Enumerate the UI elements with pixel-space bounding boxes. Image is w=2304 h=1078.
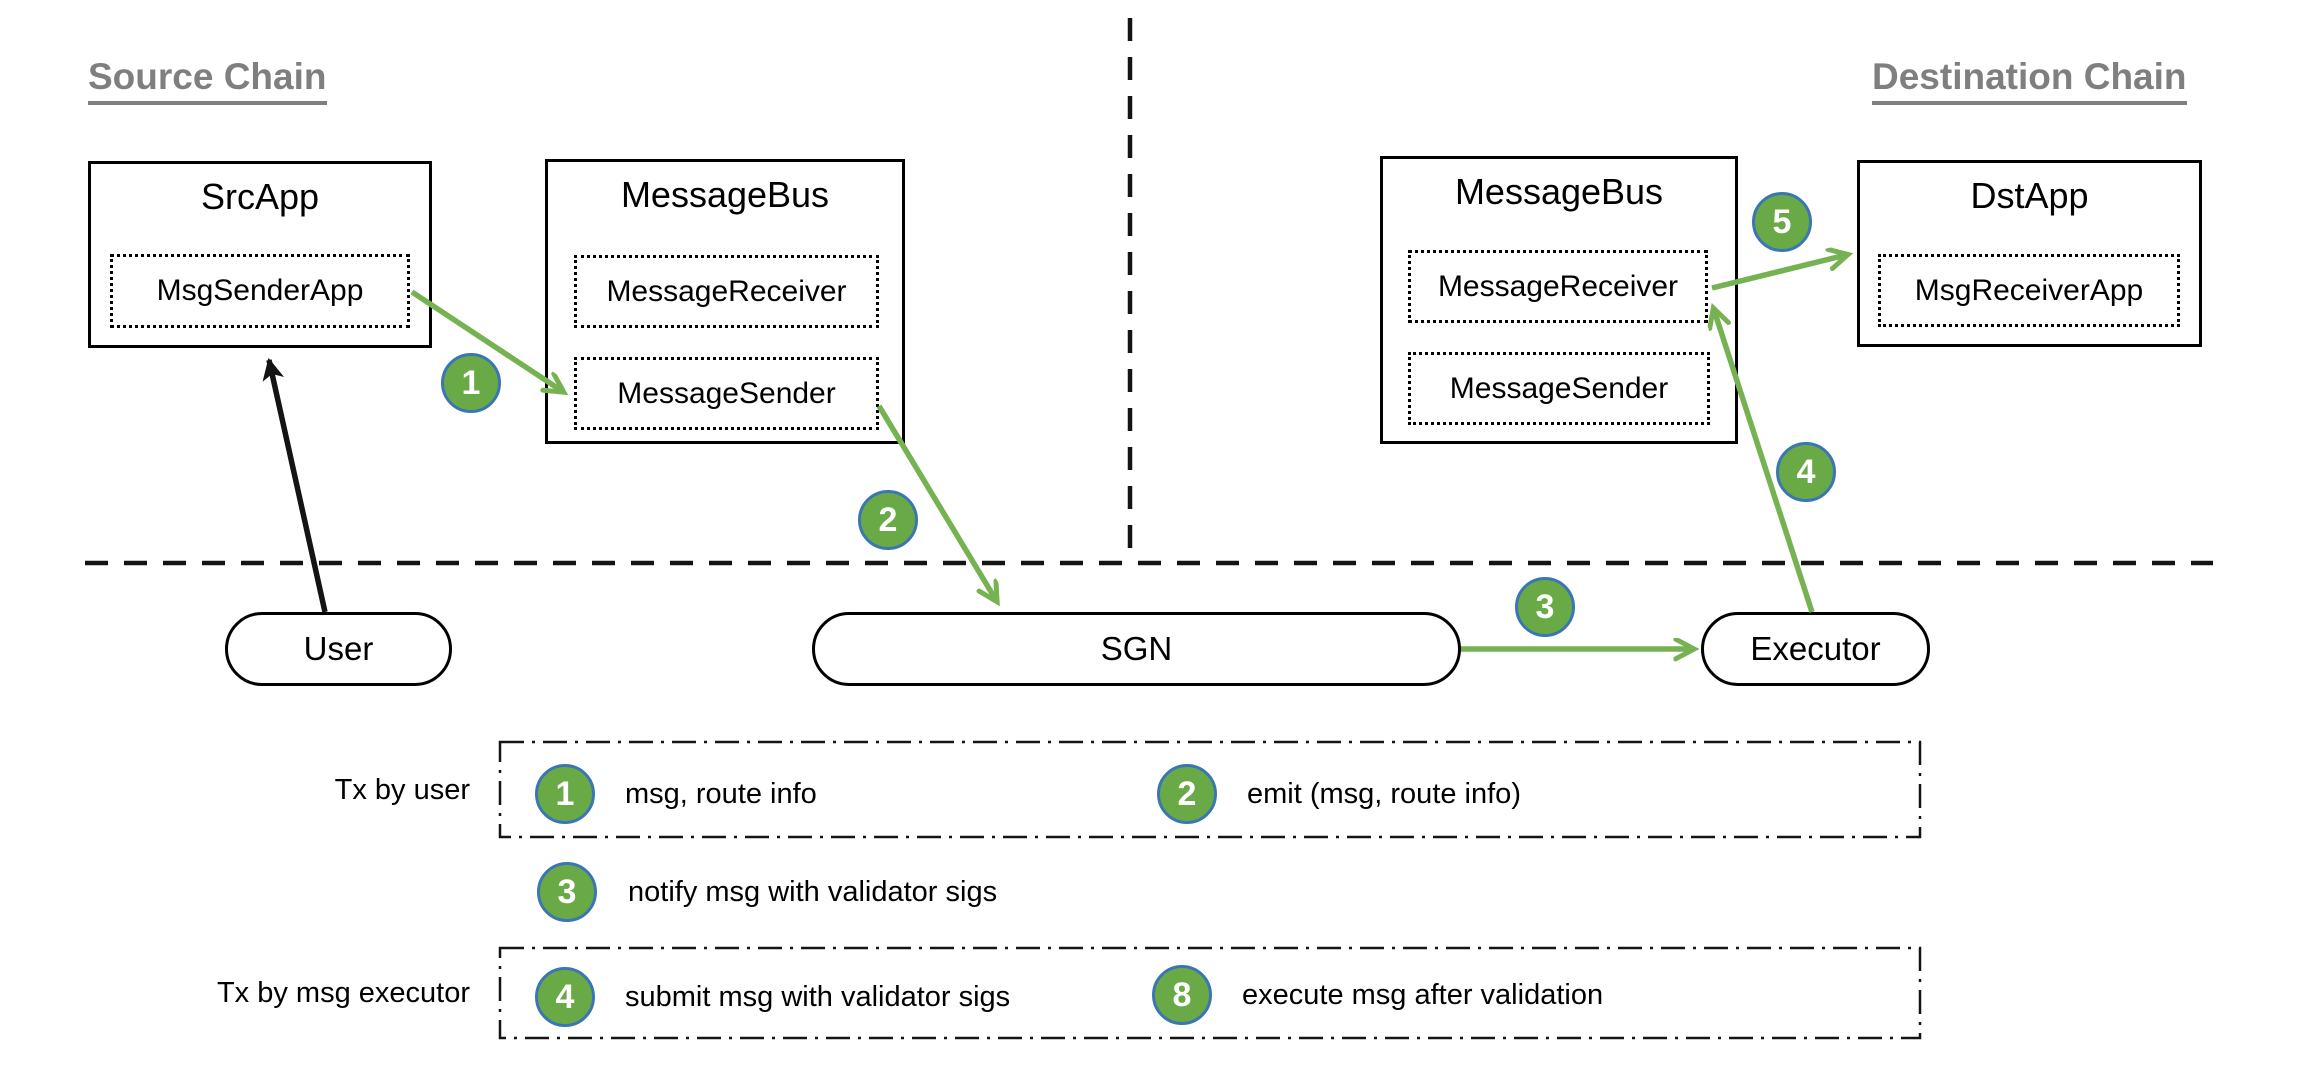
user-pill: User xyxy=(225,612,452,686)
step-badge-5: 5 xyxy=(1752,192,1812,252)
message-bus-dst-title: MessageBus xyxy=(1454,171,1664,212)
legend-badge-4: 4 xyxy=(535,967,595,1027)
step-badge-3: 3 xyxy=(1515,577,1575,637)
message-bus-src-title: MessageBus xyxy=(620,174,830,215)
source-chain-heading: Source Chain xyxy=(88,56,327,105)
message-receiver-src-box: MessageReceiver xyxy=(574,255,879,328)
legend-badge-2: 2 xyxy=(1157,764,1217,824)
legend-label-tx-by-executor: Tx by msg executor xyxy=(216,977,470,1009)
message-sender-src-box: MessageSender xyxy=(574,357,879,430)
step-badge-1: 1 xyxy=(441,353,501,413)
arrow-step5-messagereceiver-to-dstapp xyxy=(1711,255,1846,291)
dst-app-title: DstApp xyxy=(1970,175,2089,216)
arrow-step4-executor-to-messagereceiver xyxy=(1714,310,1815,613)
legend-box-tx-by-executor xyxy=(498,946,1922,1040)
executor-pill: Executor xyxy=(1701,612,1930,686)
msg-sender-app-box: MsgSenderApp xyxy=(110,254,410,328)
arrow-step2-messagesender-to-sgn xyxy=(876,404,996,600)
step-badge-2: 2 xyxy=(858,490,918,550)
src-app-title: SrcApp xyxy=(200,176,320,217)
arrow-step1-msgsenderapp-to-messagesender xyxy=(410,289,562,391)
legend-box-tx-by-user xyxy=(498,740,1922,839)
destination-chain-heading: Destination Chain xyxy=(1872,56,2187,105)
sgn-pill: SGN xyxy=(812,612,1461,686)
legend-text-2: emit (msg, route info) xyxy=(1247,778,1521,810)
msg-receiver-app-box: MsgReceiverApp xyxy=(1878,254,2180,327)
legend-text-8: execute msg after validation xyxy=(1242,979,1604,1011)
message-receiver-dst-box: MessageReceiver xyxy=(1408,250,1708,323)
legend-badge-8: 8 xyxy=(1152,965,1212,1025)
legend-label-tx-by-user: Tx by user xyxy=(334,774,470,806)
legend-text-3: notify msg with validator sigs xyxy=(628,876,998,908)
arrow-user-to-srcapp xyxy=(262,357,328,613)
legend-text-1: msg, route info xyxy=(625,778,817,810)
step-badge-4: 4 xyxy=(1776,442,1836,502)
legend-badge-1: 1 xyxy=(535,764,595,824)
message-sender-dst-box: MessageSender xyxy=(1408,352,1710,425)
legend-badge-3: 3 xyxy=(537,862,597,922)
legend-text-4: submit msg with validator sigs xyxy=(625,981,1011,1013)
